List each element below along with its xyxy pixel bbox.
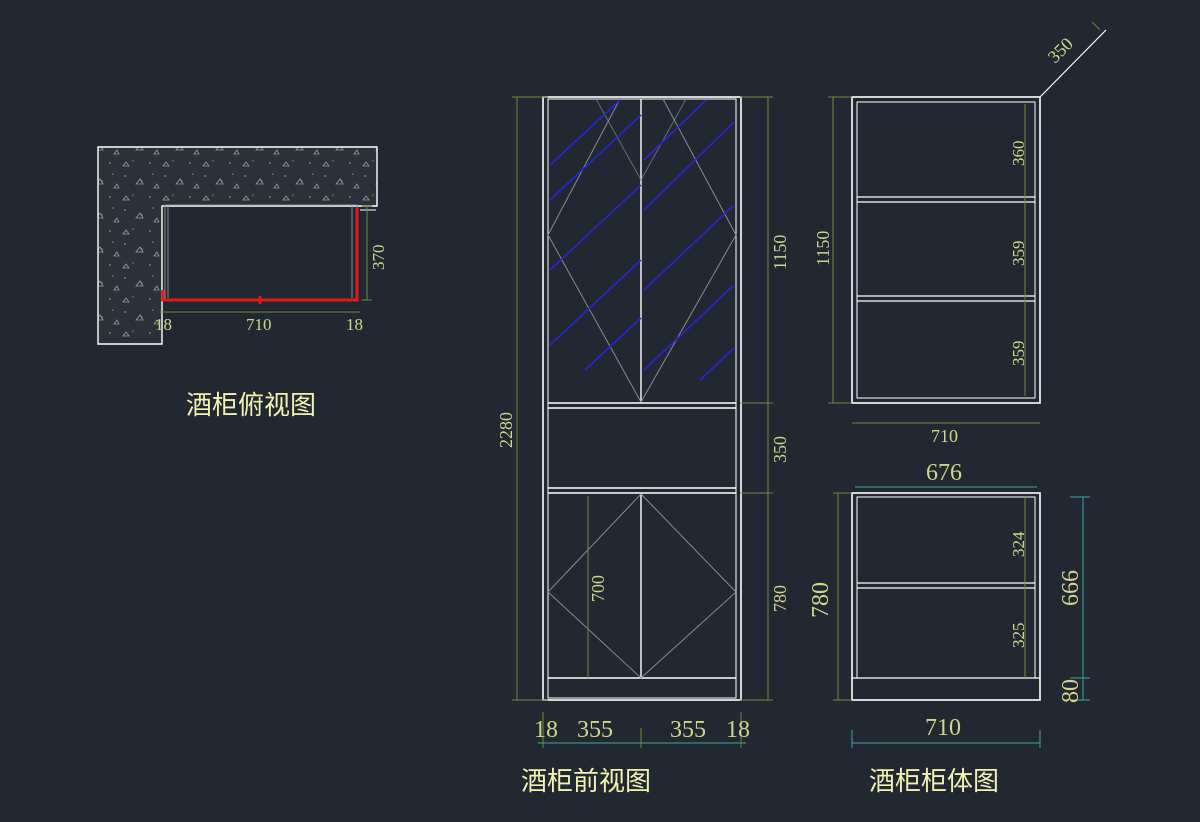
upper-dim-width: 710 — [931, 426, 958, 446]
top-view-dim-depth: 370 — [369, 245, 388, 271]
front-dim-bottom-3: 355 — [670, 717, 706, 743]
front-view-elevation: 2280 1150 350 780 700 18 355 355 18 — [496, 96, 790, 748]
front-dim-upper: 1150 — [770, 235, 790, 270]
title-front-view: 酒柜前视图 — [521, 767, 651, 797]
top-view-red-edge — [161, 208, 359, 302]
upper-dim-depth: 350 — [1044, 34, 1077, 67]
top-view-plan: 18 710 18 370 — [97, 146, 388, 345]
wall-concrete-hatch — [97, 146, 378, 345]
title-body-view: 酒柜柜体图 — [869, 767, 999, 797]
top-view-cabinet-outline — [164, 204, 358, 301]
lower-dim-shelf-2: 325 — [1009, 623, 1028, 649]
lower-dim-plinth: 80 — [1058, 679, 1084, 703]
lower-dim-shelf-1: 324 — [1009, 531, 1028, 557]
lower-dim-width: 710 — [925, 715, 961, 741]
front-dim-bottom-4: 18 — [726, 717, 750, 743]
title-top-view: 酒柜俯视图 — [186, 391, 316, 421]
top-view-dim-right: 18 — [346, 315, 363, 334]
front-dim-bottom-2: 355 — [577, 717, 613, 743]
front-dim-middle: 350 — [770, 436, 790, 463]
front-dim-bottom-1: 18 — [534, 717, 558, 743]
lower-dim-inner: 666 — [1058, 570, 1084, 606]
lower-dim-top-width: 676 — [926, 460, 962, 486]
lower-body-section: 676 780 324 325 666 80 710 — [808, 460, 1090, 748]
front-dim-lower: 780 — [770, 585, 790, 612]
lower-dim-height: 780 — [808, 582, 834, 618]
top-view-dim-width: 710 — [246, 315, 272, 334]
upper-dim-shelf-2: 359 — [1009, 241, 1028, 267]
upper-dim-shelf-1: 360 — [1009, 141, 1028, 167]
upper-dim-shelf-3: 359 — [1009, 341, 1028, 367]
front-dim-lower-door: 700 — [588, 575, 608, 602]
top-view-dim-left: 18 — [155, 315, 172, 334]
front-dim-total-height: 2280 — [496, 412, 516, 448]
upper-body-section: 1150 360 359 359 710 350 — [813, 21, 1107, 446]
upper-dim-height: 1150 — [813, 231, 833, 266]
